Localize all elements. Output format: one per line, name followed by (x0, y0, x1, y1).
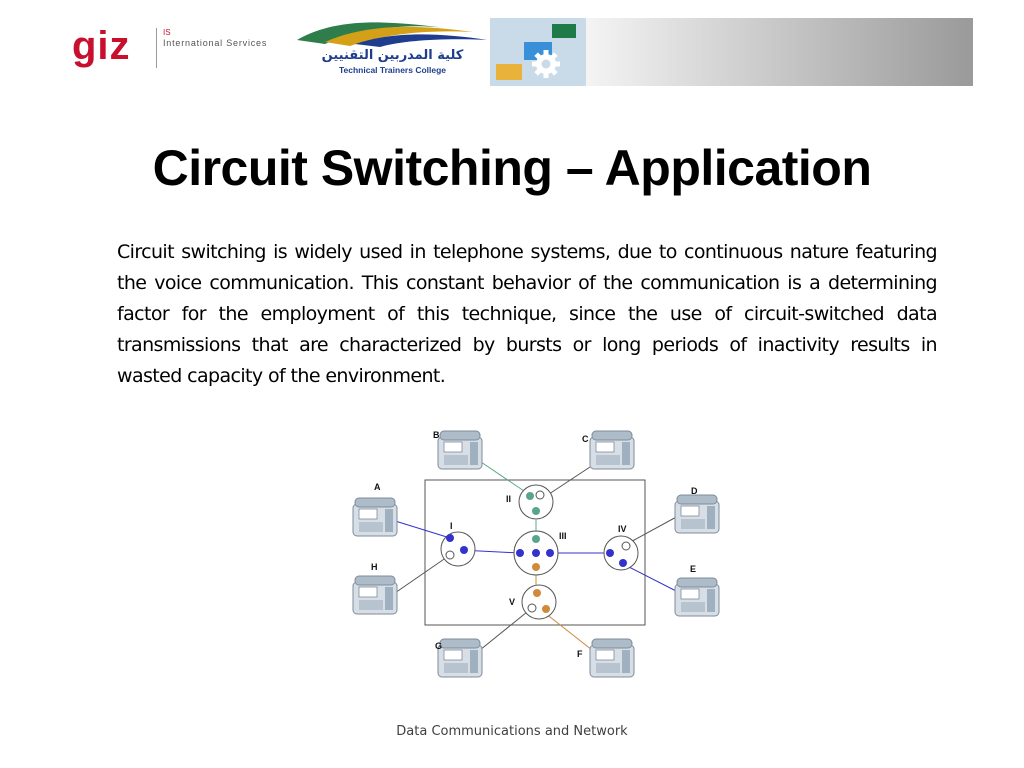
phone-label-g: G (435, 641, 442, 651)
telephone-c-icon (589, 430, 635, 470)
switch-label-iii: III (559, 531, 567, 541)
link-f-v (544, 612, 593, 651)
slide-footer: Data Communications and Network (396, 724, 628, 739)
settings-tile (490, 18, 586, 86)
slide-title: Circuit Switching – Application (152, 140, 872, 196)
slide-header: giz IS International Services كلية المدر… (0, 0, 1024, 100)
telephone-b-icon (437, 430, 483, 470)
phone-label-d: D (691, 486, 698, 496)
phone-label-b: B (433, 430, 440, 440)
link-a-i (391, 519, 451, 539)
giz-logo: giz IS International Services (72, 22, 292, 72)
switch-label-iv: IV (618, 524, 627, 534)
telephone-a-icon (352, 497, 398, 537)
phone-label-c: C (582, 434, 589, 444)
link-b-ii (477, 459, 531, 496)
telephone-g-icon (437, 638, 483, 678)
giz-logo-divider (156, 28, 157, 68)
phone-label-f: F (577, 649, 583, 659)
ttc-emblem-icon (297, 22, 487, 47)
telephone-d-icon (674, 494, 720, 534)
switch-label-ii: II (506, 494, 511, 504)
link-h-i (391, 554, 451, 596)
link-e-iv (624, 564, 681, 594)
giz-logo-is-label: IS (163, 28, 171, 37)
phone-label-a: A (374, 482, 381, 492)
phone-label-e: E (690, 564, 696, 574)
switch-label-i: I (450, 521, 453, 531)
link-g-v (479, 607, 533, 651)
ttc-logo-english-name: Technical Trainers College (338, 65, 447, 75)
switch-i (440, 531, 476, 567)
telephone-f-icon (589, 638, 635, 678)
giz-logo-word: giz (72, 24, 131, 68)
link-d-iv (624, 514, 681, 546)
network-boundary (424, 479, 646, 626)
switch-label-v: V (509, 597, 515, 607)
giz-logo-subtitle: International Services (163, 38, 268, 48)
telephone-e-icon (674, 577, 720, 617)
circuit-switching-network-diagram: A B C D E F G H I II III IV V (352, 430, 720, 678)
phone-label-h: H (371, 562, 378, 572)
technical-trainers-college-logo: كلية المدربين التقنيين Technical Trainer… (295, 18, 490, 86)
slide-body-paragraph: Circuit switching is widely used in tele… (117, 241, 938, 387)
ttc-logo-arabic-name: كلية المدربين التقنيين (321, 48, 464, 63)
header-gradient-bar (586, 18, 973, 86)
telephone-h-icon (352, 575, 398, 615)
gear-icon (496, 24, 576, 80)
